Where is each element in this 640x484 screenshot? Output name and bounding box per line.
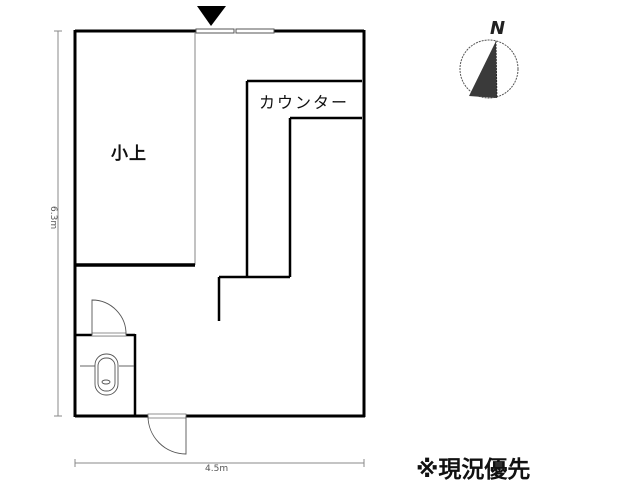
loft-partition: [75, 33, 196, 267]
compass-north-label: N: [490, 18, 506, 39]
outer-walls: [73, 29, 366, 418]
top-window: [195, 28, 275, 34]
wc-door-icon: [91, 299, 127, 336]
wc: [75, 299, 137, 416]
toilet-icon: [80, 353, 134, 396]
depth-dimension-label: 6.3m: [48, 206, 58, 230]
disclaimer-note: ※現況優先: [416, 457, 531, 483]
room-label-loft: 小上: [111, 144, 147, 164]
width-dimension-label: 4.5m: [205, 464, 229, 474]
entrance-door-icon: [147, 413, 187, 455]
dimension-lines: [54, 30, 365, 467]
compass-icon: [459, 39, 519, 99]
room-label-counter: カウンター: [259, 93, 350, 112]
entrance-arrow-icon: [197, 6, 226, 26]
counter: [217, 79, 362, 321]
